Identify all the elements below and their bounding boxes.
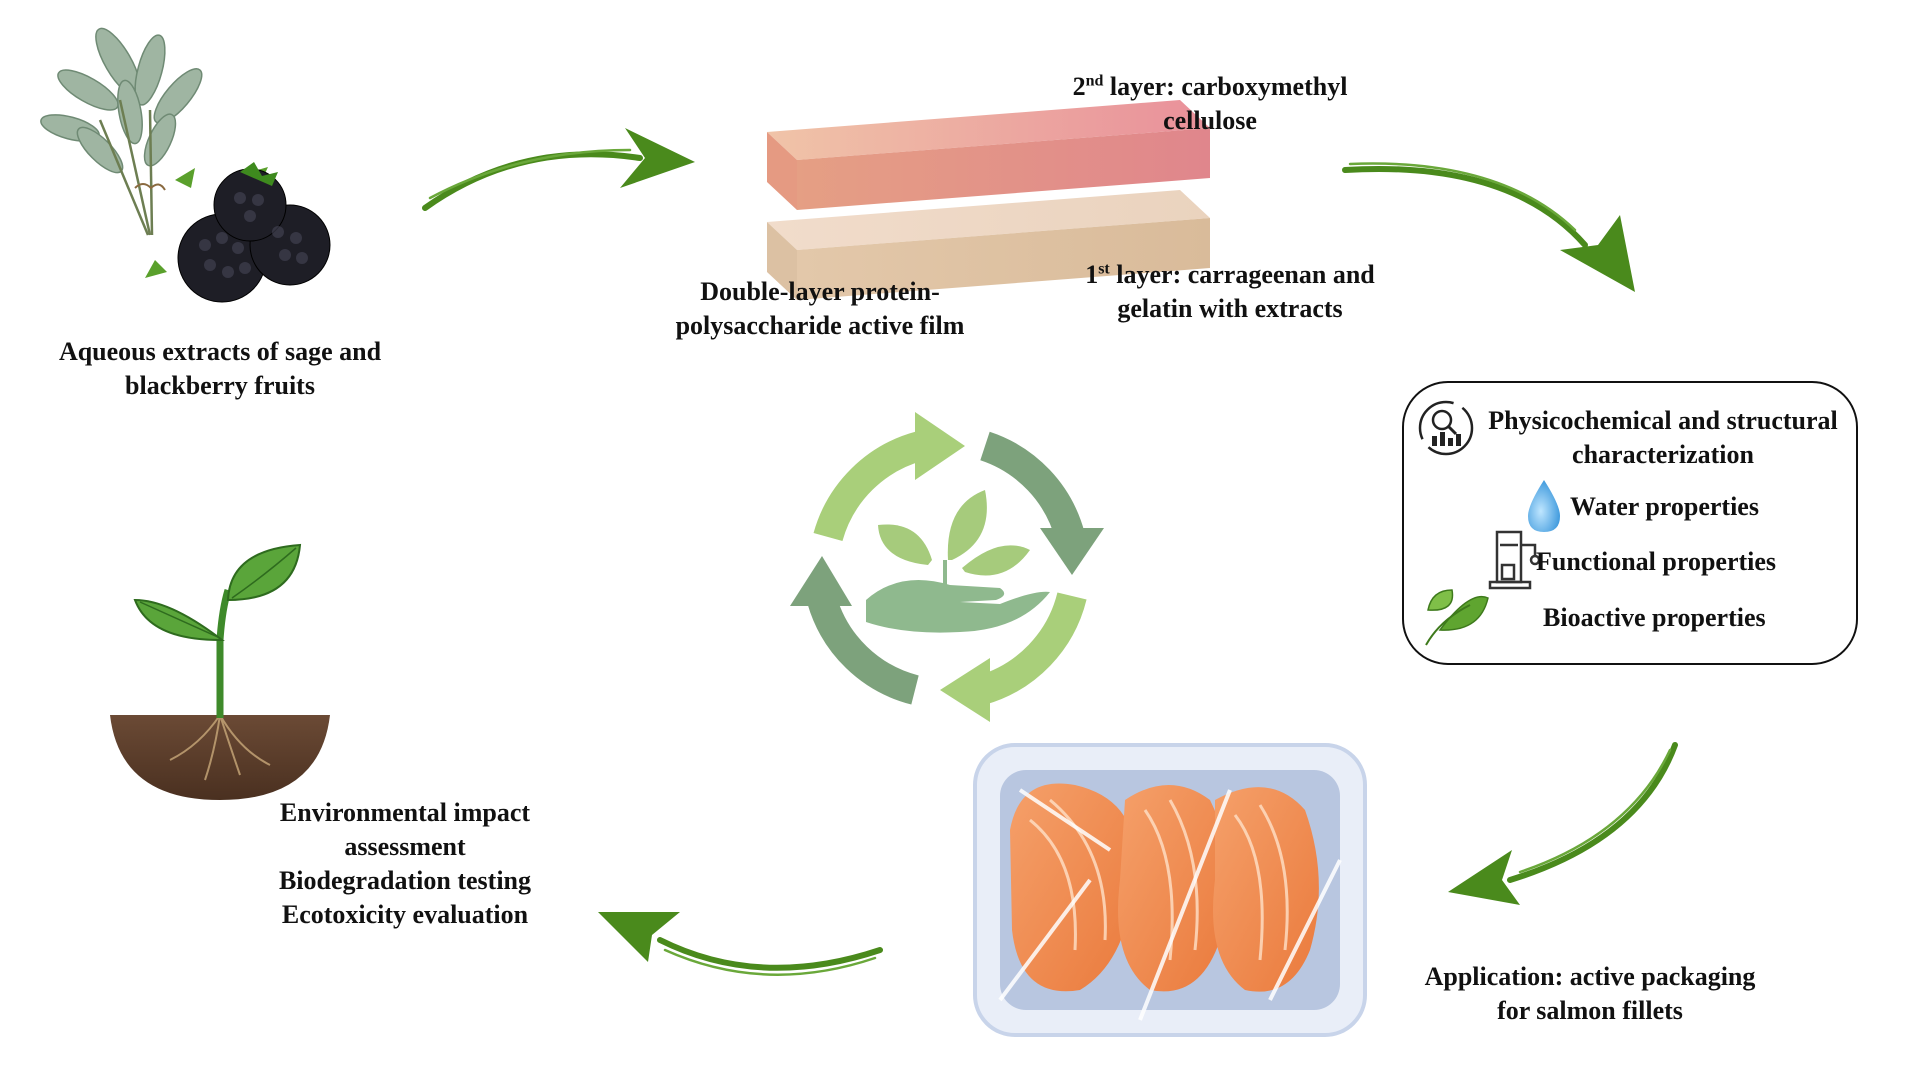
leaf-icon: [1425, 589, 1489, 646]
layer2-label-line1: 2nd layer: carboxymethyl: [1045, 70, 1375, 104]
sage-bundle-icon: [40, 27, 203, 236]
extracts-label-line2: blackberry fruits: [125, 371, 315, 400]
layer2-text: layer: carboxymethyl: [1103, 72, 1348, 101]
blackberry-icon: [145, 162, 331, 303]
application-label-line1: Application: active packaging: [1424, 962, 1756, 991]
film-layer-2: [767, 100, 1210, 210]
functional-properties-label: Functional properties: [1536, 547, 1777, 576]
application-label: Application: active packaging for salmon…: [1390, 960, 1790, 1028]
film-label: Double-layer protein- polysaccharide act…: [655, 275, 985, 343]
double-layer-film: [767, 100, 1210, 300]
layer2-label-line2: cellulose: [1163, 106, 1257, 135]
salmon-package-icon: [973, 743, 1367, 1037]
flow-arrows: [422, 128, 1678, 976]
layer1-label-line1: 1st layer: carrageenan and: [1060, 258, 1400, 292]
physicochemical-label: Physicochemical and structural character…: [1472, 404, 1854, 472]
environment-label-line3: Biodegradation testing: [278, 866, 532, 895]
layer2-label: 2nd layer: carboxymethyl cellulose: [1045, 70, 1375, 138]
microscope-icon: [1488, 530, 1541, 590]
green-arrow-icon: [422, 128, 695, 211]
green-arrow-icon: [598, 912, 883, 976]
layer1-label-line2: gelatin with extracts: [1117, 294, 1343, 323]
green-arrow-icon: [1448, 742, 1678, 905]
layer1-text: layer: carrageenan and: [1109, 260, 1375, 289]
hand-leaves-icon: [866, 490, 1050, 633]
layer1-ordinal-suffix: st: [1098, 260, 1110, 278]
green-arrow-icon: [1342, 162, 1635, 292]
seedling-icon: [110, 543, 330, 800]
film-label-line2: polysaccharide active film: [675, 311, 965, 340]
bioactive-properties-label: Bioactive properties: [1543, 603, 1766, 632]
layer2-ordinal-suffix: nd: [1085, 72, 1104, 90]
layer2-ordinal: 2: [1072, 72, 1086, 101]
environment-label-line1: Environmental impact: [279, 798, 531, 827]
water-properties-label: Water properties: [1570, 492, 1759, 521]
environment-label-line4: Ecotoxicity evaluation: [281, 900, 529, 929]
application-label-line2: for salmon fillets: [1497, 996, 1683, 1025]
film-label-line1: Double-layer protein-: [700, 277, 940, 306]
environment-label-line2: assessment: [344, 832, 466, 861]
environment-label: Environmental impact assessment Biodegra…: [235, 796, 575, 932]
physicochemical-label-line2: characterization: [1572, 440, 1754, 469]
physicochemical-label-line1: Physicochemical and structural: [1488, 406, 1838, 435]
water-drop-icon: [1528, 480, 1560, 532]
film-layer-1: [767, 190, 1210, 300]
extracts-label-line1: Aqueous extracts of sage and: [58, 337, 382, 366]
layer1-label: 1st layer: carrageenan and gelatin with …: [1060, 258, 1400, 326]
extracts-label: Aqueous extracts of sage and blackberry …: [30, 335, 410, 403]
properties-box: [1402, 381, 1858, 665]
recycle-cycle-icon: [790, 412, 1104, 722]
layer1-ordinal: 1: [1085, 260, 1099, 289]
